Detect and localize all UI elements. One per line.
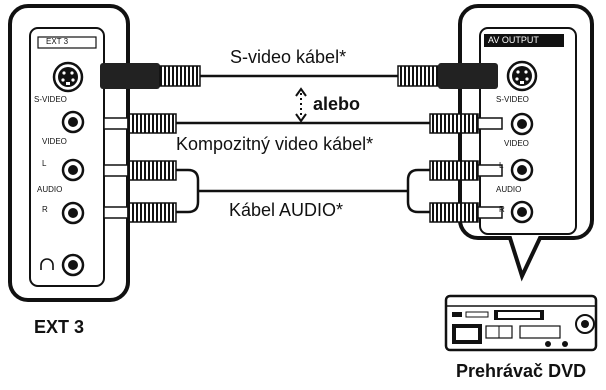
dvd-svideo-jack xyxy=(506,60,538,92)
or-label: alebo xyxy=(313,94,361,114)
dvd-video-label: VIDEO xyxy=(504,139,529,148)
tv-svideo-jack xyxy=(52,61,84,93)
tv-l-label: L xyxy=(42,159,47,168)
svideo-cable xyxy=(100,63,498,89)
dvd-svideo-label: S-VIDEO xyxy=(496,95,529,104)
dvd-l-label: L xyxy=(499,161,504,170)
dvd-panel-header: AV OUTPUT xyxy=(488,35,539,45)
tv-audio-l-jack xyxy=(61,158,85,182)
audio-cable xyxy=(103,160,503,223)
tv-headphone-jack xyxy=(61,253,85,277)
dvd-r-label: R xyxy=(499,205,505,214)
audio-cable-label: Kábel AUDIO* xyxy=(229,200,344,220)
tv-panel-header: EXT 3 xyxy=(46,37,69,46)
dvd-player-illustration xyxy=(444,294,598,352)
headphone-icon xyxy=(40,258,54,270)
tv-video-jack xyxy=(61,110,85,134)
composite-cable-label: Kompozitný video kábel* xyxy=(176,134,374,154)
composite-cable xyxy=(103,113,503,134)
tv-audio-r-jack xyxy=(61,201,85,225)
dvd-caption: Prehrávač DVD xyxy=(456,361,587,381)
tv-caption: EXT 3 xyxy=(34,317,85,337)
or-arrow xyxy=(295,87,307,123)
dvd-audio-label: AUDIO xyxy=(496,185,522,194)
tv-video-label: VIDEO xyxy=(42,137,67,146)
tv-audio-label: AUDIO xyxy=(37,185,63,194)
dvd-audio-l-jack xyxy=(510,158,534,182)
tv-svideo-label: S-VIDEO xyxy=(34,95,67,104)
dvd-video-jack xyxy=(510,112,534,136)
tv-r-label: R xyxy=(42,205,48,214)
dvd-audio-r-jack xyxy=(510,200,534,224)
tv-terminal-panel xyxy=(8,4,130,302)
svideo-cable-label: S-video kábel* xyxy=(230,47,347,67)
